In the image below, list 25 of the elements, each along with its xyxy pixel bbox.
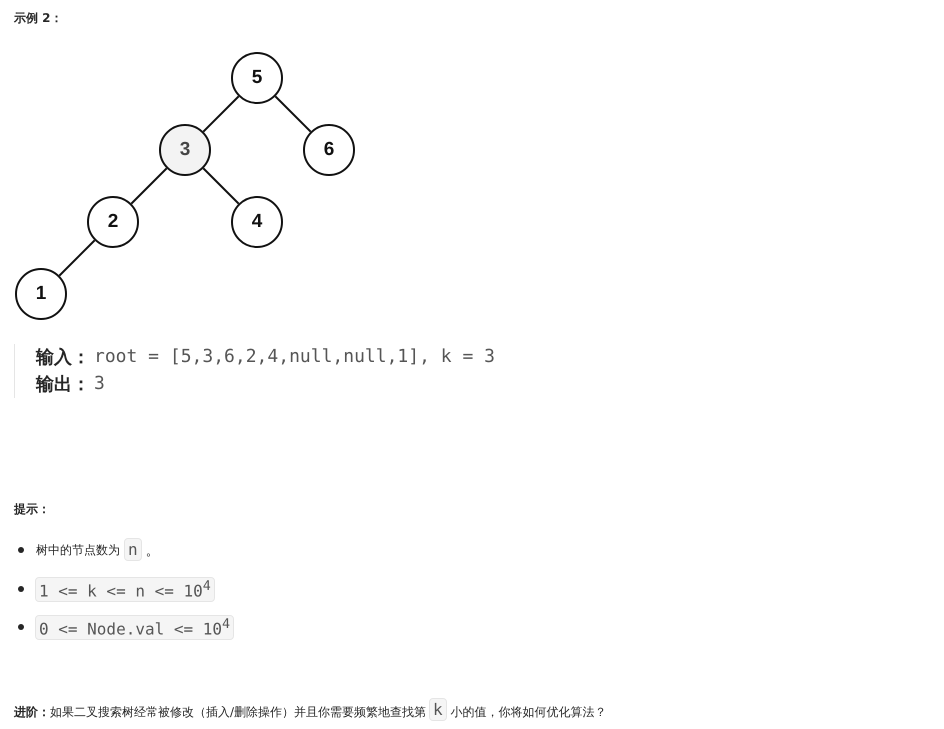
field-label: 输入： — [36, 346, 90, 369]
tree-edge — [58, 240, 96, 276]
inline-code: 0 <= Node.val <= 10$^{4}$ — [35, 615, 234, 640]
tree-node-circle: 4 — [231, 196, 283, 248]
code-text: root = [5,3,6,2,4,null,null,1], k = 3 — [94, 346, 495, 367]
tree-edge — [274, 96, 312, 132]
heading: 示例 2： — [14, 10, 63, 27]
tree-node-circle: 2 — [87, 196, 139, 248]
tree-node-circle: 1 — [15, 268, 67, 320]
tree-node-circle: 5 — [231, 52, 283, 104]
list-text: 树中的节点数为 — [36, 542, 120, 559]
field-label: 输出： — [36, 373, 90, 396]
inline-code: k — [429, 698, 447, 721]
heading: 提示： — [14, 501, 50, 518]
list-text: 。 — [146, 542, 160, 560]
note-text: 小的值，你将如何优化算法？ — [450, 704, 607, 721]
tree-node-circle: 6 — [303, 124, 355, 176]
code-text: 3 — [94, 373, 105, 394]
tree-edge — [202, 96, 240, 132]
tree-edge — [202, 168, 240, 204]
inline-code: 1 <= k <= n <= 10$^{4}$ — [35, 577, 215, 602]
note-text: 进阶：如果二叉搜索树经常被修改（插入/删除操作）并且你需要频繁地查找第 — [14, 704, 426, 721]
inline-code: n — [124, 538, 142, 561]
tree-edge — [130, 168, 168, 204]
tree-node-circle: 3 — [159, 124, 211, 176]
